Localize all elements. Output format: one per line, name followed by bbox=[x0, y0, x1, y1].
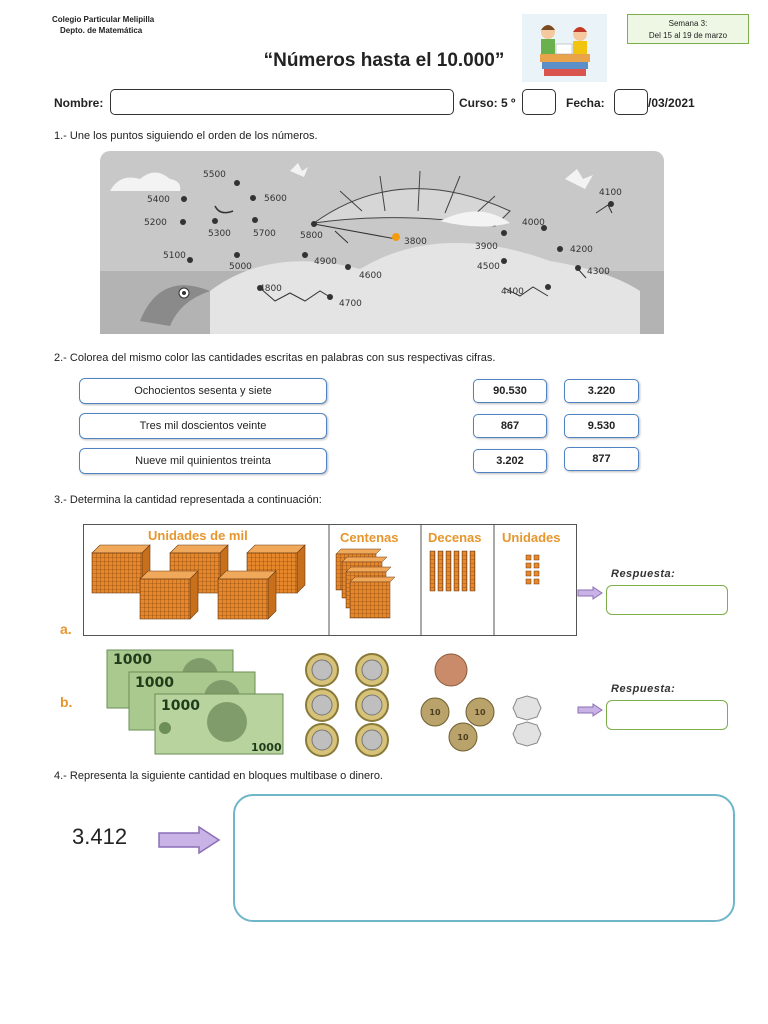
dot-to-dot-scene: 5500 5400 5600 5200 5300 5700 5800 3800 … bbox=[100, 151, 664, 334]
point-label: 4100 bbox=[599, 188, 622, 198]
point-label: 4300 bbox=[587, 267, 610, 277]
target-number: 3.412 bbox=[72, 824, 128, 849]
bill-value: 1000 bbox=[135, 675, 174, 691]
word-box-2[interactable]: Tres mil doscientos veinte bbox=[79, 413, 327, 439]
item-a-label: a. bbox=[60, 621, 72, 637]
point-label: 4800 bbox=[259, 284, 282, 294]
point-label: 4600 bbox=[359, 271, 382, 281]
word-box-1[interactable]: Ochocientos sesenta y siete bbox=[79, 378, 327, 404]
point-label: 3800 bbox=[404, 237, 427, 247]
word-box-3[interactable]: Nueve mil quinientos treinta bbox=[79, 448, 327, 474]
week-number: Semana 3: bbox=[668, 19, 708, 28]
school-name: Colegio Particular Melipilla bbox=[52, 15, 155, 24]
bill-value: 1000 bbox=[251, 741, 282, 754]
point-label: 5500 bbox=[203, 170, 226, 180]
point-label: 5200 bbox=[144, 218, 167, 228]
point-label: 4500 bbox=[477, 262, 500, 272]
arrow-right-icon bbox=[577, 586, 603, 600]
point-label: 4400 bbox=[501, 287, 524, 297]
point-label: 4900 bbox=[314, 257, 337, 267]
number-box[interactable]: 3.220 bbox=[564, 379, 639, 403]
point-label: 4200 bbox=[570, 245, 593, 255]
answer-field-b[interactable] bbox=[606, 700, 728, 730]
number-box[interactable]: 867 bbox=[473, 414, 547, 438]
question-1: 1.- Une los puntos siguiendo el orden de… bbox=[54, 130, 318, 142]
bill-value: 1000 bbox=[113, 652, 152, 668]
point-label: 4700 bbox=[339, 299, 362, 309]
answer-field-a[interactable] bbox=[606, 585, 728, 615]
multibase-blocks bbox=[91, 525, 540, 635]
coin-value: 10 bbox=[474, 708, 486, 717]
point-label: 5000 bbox=[229, 262, 252, 272]
week-dates: Del 15 al 19 de marzo bbox=[648, 31, 728, 40]
multibase-table: Unidades de mil Centenas Decenas Unidade… bbox=[83, 524, 577, 636]
coin-value: 10 bbox=[457, 733, 469, 742]
header-unidades: Unidades bbox=[502, 530, 561, 545]
name-field[interactable] bbox=[110, 89, 454, 115]
point-label: 5800 bbox=[300, 231, 323, 241]
point-label: 5600 bbox=[264, 194, 287, 204]
header-decenas: Decenas bbox=[428, 530, 482, 545]
header-unidades-de-mil: Unidades de mil bbox=[148, 528, 248, 543]
representation-answer-area[interactable] bbox=[233, 794, 735, 922]
answer-label-a: Respuesta: bbox=[611, 568, 676, 580]
banknotes-illustration: 1000 1000 1000 1000 bbox=[106, 649, 284, 755]
number-box[interactable]: 9.530 bbox=[564, 414, 639, 438]
course-field[interactable] bbox=[522, 89, 556, 115]
point-label: 5700 bbox=[253, 229, 276, 239]
coin-value: 10 bbox=[429, 708, 441, 717]
header-centenas: Centenas bbox=[340, 530, 399, 545]
dot-to-dot-drawing: 5500 5400 5600 5200 5300 5700 5800 3800 … bbox=[100, 151, 664, 334]
answer-label-b: Respuesta: bbox=[611, 683, 676, 695]
point-label: 4000 bbox=[522, 218, 545, 228]
school-header: Colegio Particular Melipilla Depto. de M… bbox=[52, 14, 154, 36]
question-3: 3.- Determina la cantidad representada a… bbox=[54, 494, 322, 506]
date-suffix: /03/2021 bbox=[648, 96, 695, 110]
coins-100-illustration bbox=[305, 653, 389, 757]
bill-value: 1000 bbox=[161, 698, 200, 714]
number-box[interactable]: 90.530 bbox=[473, 379, 547, 403]
page-title: “Números hasta el 10.000” bbox=[263, 50, 505, 71]
date-day-field[interactable] bbox=[614, 89, 648, 115]
point-label: 5100 bbox=[163, 251, 186, 261]
item-b-label: b. bbox=[60, 694, 73, 710]
week-box: Semana 3: Del 15 al 19 de marzo bbox=[627, 14, 749, 44]
arrow-right-icon bbox=[158, 825, 221, 855]
number-box[interactable]: 877 bbox=[564, 447, 639, 471]
point-label: 3900 bbox=[475, 242, 498, 252]
coins-small-illustration: 10 10 10 bbox=[420, 653, 542, 752]
point-label: 5400 bbox=[147, 195, 170, 205]
department-name: Depto. de Matemática bbox=[60, 26, 143, 35]
name-label: Nombre: bbox=[54, 96, 104, 110]
question-4: 4.- Representa la siguiente cantidad en … bbox=[54, 770, 383, 782]
date-label: Fecha: bbox=[566, 96, 605, 110]
children-reading-illustration bbox=[522, 14, 607, 82]
course-label: Curso: 5 º bbox=[459, 96, 516, 110]
arrow-right-icon bbox=[577, 703, 603, 717]
question-2: 2.- Colorea del mismo color las cantidad… bbox=[54, 352, 496, 364]
number-box[interactable]: 3.202 bbox=[473, 449, 547, 473]
point-label: 5300 bbox=[208, 229, 231, 239]
